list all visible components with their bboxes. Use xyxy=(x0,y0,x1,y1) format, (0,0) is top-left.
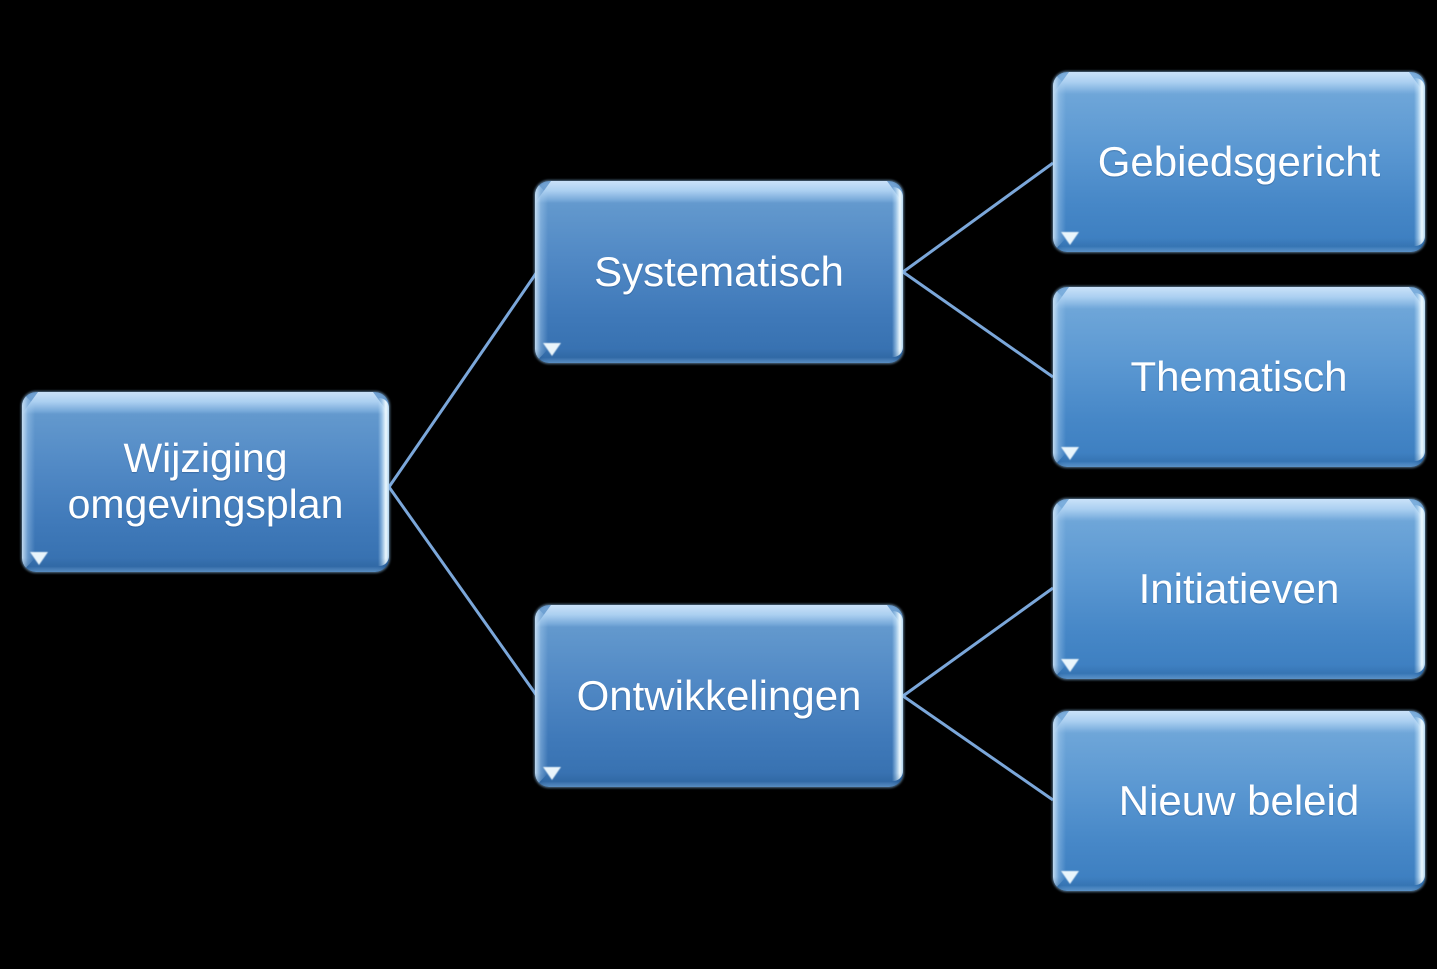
node-nieuw-beleid[interactable]: Nieuw beleid xyxy=(1053,711,1425,891)
bevel-right-highlight xyxy=(892,187,903,357)
bevel-bottom xyxy=(1053,877,1425,891)
corner-triangle-icon xyxy=(1061,871,1079,884)
corner-triangle-icon xyxy=(30,552,48,565)
connector-root-to-ontwikkelingen xyxy=(387,486,539,697)
bevel-left xyxy=(535,181,548,363)
connector-systematisch-to-thematisch xyxy=(902,270,1054,379)
bevel-right-highlight xyxy=(1414,717,1425,885)
bevel-bottom xyxy=(535,773,903,787)
bevel-bottom xyxy=(535,349,903,363)
connector-ontwikkelingen-to-nieuw-beleid xyxy=(902,694,1054,802)
node-label: Initiatieven xyxy=(1138,565,1340,613)
node-thematisch[interactable]: Thematisch xyxy=(1053,287,1425,467)
bevel-left xyxy=(1053,499,1066,679)
bevel-bottom xyxy=(1053,238,1425,252)
node-label: Wijziging omgevingsplan xyxy=(67,435,344,527)
node-ontwikkelingen[interactable]: Ontwikkelingen xyxy=(535,605,903,787)
bevel-left xyxy=(535,605,548,787)
bevel-top xyxy=(1053,287,1425,309)
connector-systematisch-to-gebiedsgericht xyxy=(902,161,1054,274)
node-initiatieven[interactable]: Initiatieven xyxy=(1053,499,1425,679)
bevel-left xyxy=(1053,287,1066,467)
bevel-top xyxy=(535,605,903,627)
bevel-top xyxy=(1053,499,1425,521)
bevel-top xyxy=(1053,72,1425,94)
bevel-bottom xyxy=(1053,665,1425,679)
bevel-left xyxy=(1053,72,1066,252)
node-label: Systematisch xyxy=(594,248,844,296)
bevel-right-highlight xyxy=(1414,293,1425,461)
node-gebiedsgericht[interactable]: Gebiedsgericht xyxy=(1053,72,1425,252)
bevel-right-highlight xyxy=(1414,78,1425,246)
bevel-top xyxy=(535,181,903,203)
node-label: Nieuw beleid xyxy=(1118,777,1360,825)
node-label: Thematisch xyxy=(1130,353,1348,401)
bevel-right-highlight xyxy=(378,398,389,566)
node-label: Gebiedsgericht xyxy=(1097,138,1381,186)
node-label: Ontwikkelingen xyxy=(576,672,862,720)
corner-triangle-icon xyxy=(1061,659,1079,672)
node-systematisch[interactable]: Systematisch xyxy=(535,181,903,363)
bevel-bottom xyxy=(1053,453,1425,467)
bevel-right-highlight xyxy=(1414,505,1425,673)
bevel-left xyxy=(1053,711,1066,891)
bevel-bottom xyxy=(22,558,389,572)
corner-triangle-icon xyxy=(1061,232,1079,245)
corner-triangle-icon xyxy=(543,767,561,780)
bevel-left xyxy=(22,392,35,572)
bevel-top xyxy=(1053,711,1425,733)
node-wijziging-omgevingsplan[interactable]: Wijziging omgevingsplan xyxy=(22,392,389,572)
corner-triangle-icon xyxy=(543,343,561,356)
bevel-right-highlight xyxy=(892,611,903,781)
bevel-top xyxy=(22,392,389,414)
corner-triangle-icon xyxy=(1061,447,1079,460)
connector-ontwikkelingen-to-initiatieven xyxy=(902,586,1054,698)
connector-root-to-systematisch xyxy=(387,271,539,488)
